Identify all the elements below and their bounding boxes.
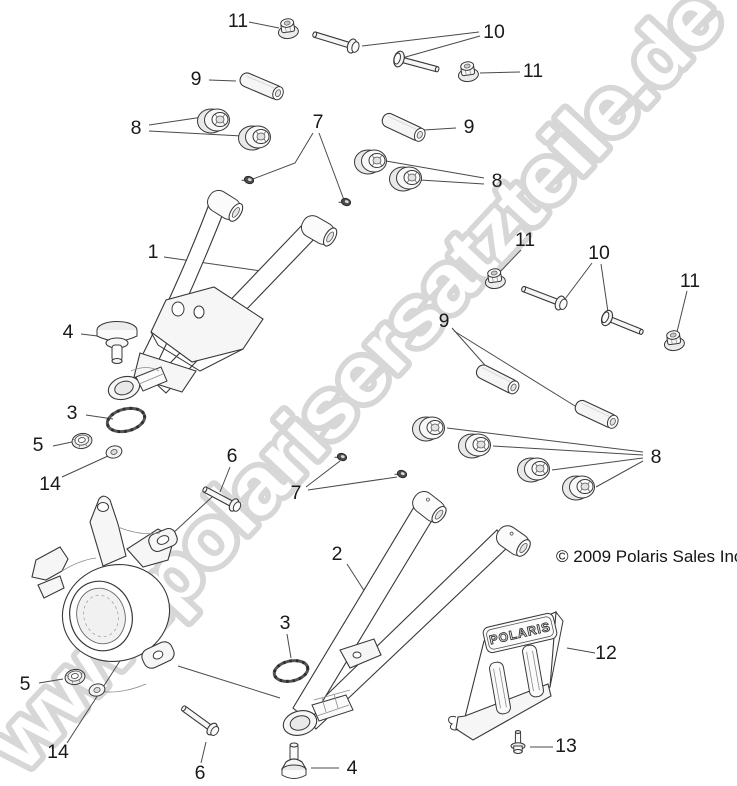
callout-6: 6 [195,762,206,784]
washer-upper [104,443,124,461]
steering-knuckle [31,495,178,693]
callout-7: 7 [313,111,324,133]
lower-a-arm [282,491,531,736]
ball-joint-lower [281,742,307,779]
ball-joint-upper [96,320,138,365]
bushing-5 [412,416,445,442]
bushing-7 [517,457,550,483]
spacer-tube-4 [572,397,621,431]
callout-10: 10 [588,242,610,264]
frame-bolt-mid-1 [521,285,568,311]
callout-3: 3 [280,612,291,634]
grease-fitting-1 [240,173,256,186]
callout-8: 8 [492,170,503,192]
callout-11: 11 [228,10,248,32]
spacer-tube-1 [237,70,286,103]
flange-nut-top-right [456,60,480,84]
callout-4: 4 [347,757,358,779]
bushing-4 [389,166,422,192]
callout-5: 5 [33,434,44,456]
callout-7: 7 [291,482,302,504]
bushing-6 [458,433,491,459]
callout-3: 3 [67,402,78,424]
upper-a-arm [107,189,338,401]
callout-14: 14 [47,741,69,763]
callout-11: 11 [523,60,543,82]
snap-ring-lower [272,659,310,683]
callout-9: 9 [191,68,202,90]
frame-bolt-top-1 [312,31,360,54]
bushing-2 [238,125,271,151]
bushing-3 [354,149,387,175]
leader-lines [38,21,688,769]
a-arm-guard: POLARIS [448,610,564,741]
callout-11: 11 [680,270,700,292]
callout-13: 13 [555,735,577,757]
callout-8: 8 [651,446,662,468]
callout-10: 10 [483,21,505,43]
pivot-bolt-lower [180,705,220,736]
snap-ring-upper [105,406,147,434]
frame-bolt-top-2 [393,50,440,73]
callout-1: 1 [148,241,159,263]
frame-bolt-mid-2 [600,309,644,335]
bushing-1 [197,108,230,134]
copyright: © 2009 Polaris Sales Inc. [556,547,737,566]
callout-12: 12 [595,642,617,664]
callout-6: 6 [227,445,238,467]
callout-9: 9 [439,310,450,332]
callout-4: 4 [63,321,74,343]
callout-8: 8 [131,117,142,139]
grease-fitting-2 [337,195,353,208]
flange-nut-mid-2 [662,329,686,353]
callout-2: 2 [332,543,343,565]
spacer-tube-2 [379,110,428,144]
callout-11: 11 [515,229,535,251]
lock-nut-upper [70,431,94,451]
guard-bolt [510,730,526,755]
flange-nut-top-left [276,17,300,41]
callout-5: 5 [20,673,31,695]
callout-14: 14 [39,473,61,495]
bushing-8 [562,475,595,501]
pivot-bolt-upper [202,486,242,512]
callout-9: 9 [464,116,475,138]
